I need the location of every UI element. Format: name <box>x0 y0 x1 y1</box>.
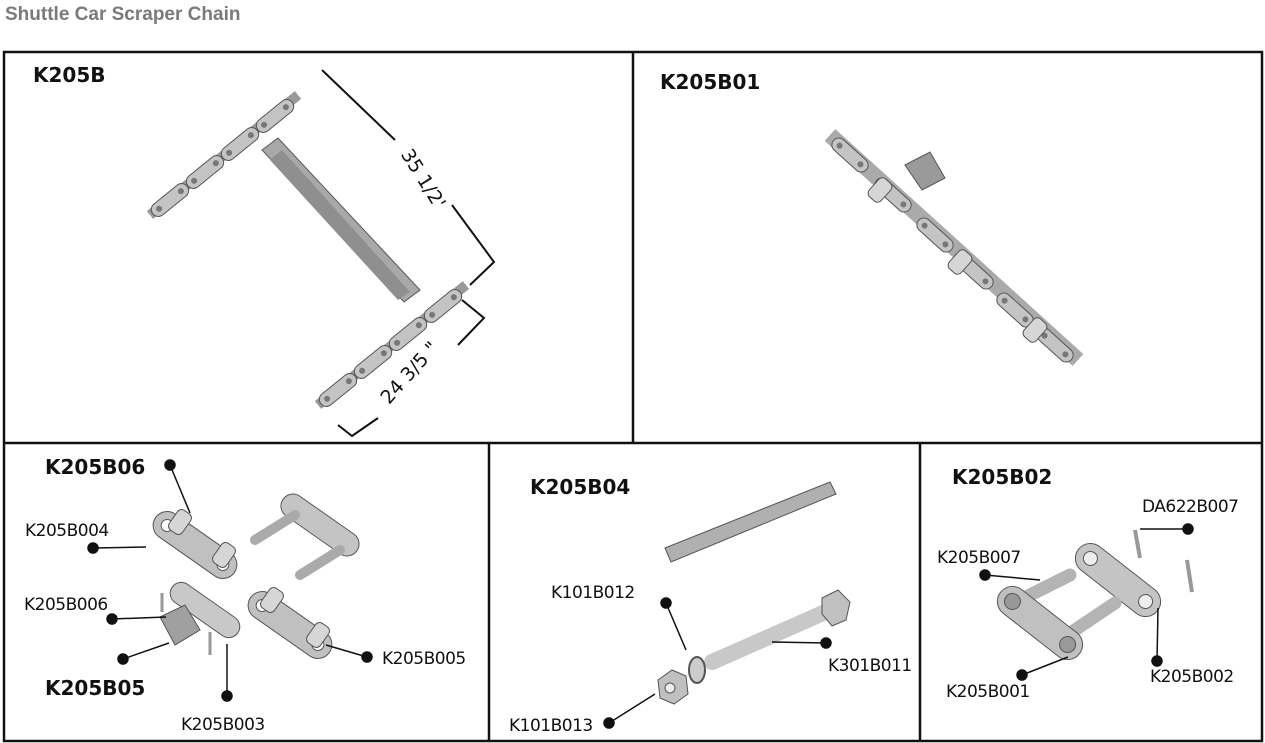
k205b04-flight-bar <box>664 481 837 563</box>
frame-lines <box>2 50 1264 743</box>
k205b-chain-upper <box>146 91 302 220</box>
panel-title-k205b02: K205B02 <box>952 465 1053 489</box>
callout-label: K205B004 <box>25 521 109 541</box>
callout-label: K205B006 <box>24 595 108 615</box>
panel-title-k205b: K205B <box>33 63 106 87</box>
k101b013-nut <box>657 669 689 705</box>
callout-label: K205B003 <box>181 715 265 735</box>
callout-leaders-right <box>979 523 1194 681</box>
callout-label: K301B011 <box>828 656 912 676</box>
callout-label: K205B002 <box>1150 667 1234 687</box>
panel-title-k205b05: K205B05 <box>45 676 146 700</box>
k205b01-chain <box>824 129 1084 366</box>
dimension-lines <box>321 69 496 438</box>
pin-link <box>250 493 360 580</box>
page-title: Shuttle Car Scraper Chain <box>5 4 241 25</box>
panel-title-k205b06: K205B06 <box>45 455 146 479</box>
k205b02-plate <box>1074 542 1162 618</box>
panel-title-k205b01: K205B01 <box>660 70 761 94</box>
panel-title-k205b04: K205B04 <box>530 475 631 499</box>
k205b-flight-bar <box>261 137 421 303</box>
callout-label: K101B013 <box>509 716 593 736</box>
k205b05-link <box>159 581 241 655</box>
callout-leaders-left <box>87 459 373 702</box>
k301b011-bolt <box>704 589 851 670</box>
k101b012-washer <box>688 656 706 684</box>
k205b005-link <box>247 585 333 660</box>
da622b007-cotter-pins <box>1133 529 1194 593</box>
callout-label: K205B001 <box>946 682 1030 702</box>
callout-label: K205B005 <box>382 649 466 669</box>
k205b001-pin-plate <box>996 568 1122 661</box>
k205b06-link <box>152 507 238 580</box>
callout-label: K101B012 <box>551 583 635 603</box>
callout-label: DA622B007 <box>1142 497 1239 517</box>
callout-label: K205B007 <box>937 548 1021 568</box>
k205b-chain-lower <box>314 281 470 410</box>
callout-leaders-mid <box>603 597 832 729</box>
